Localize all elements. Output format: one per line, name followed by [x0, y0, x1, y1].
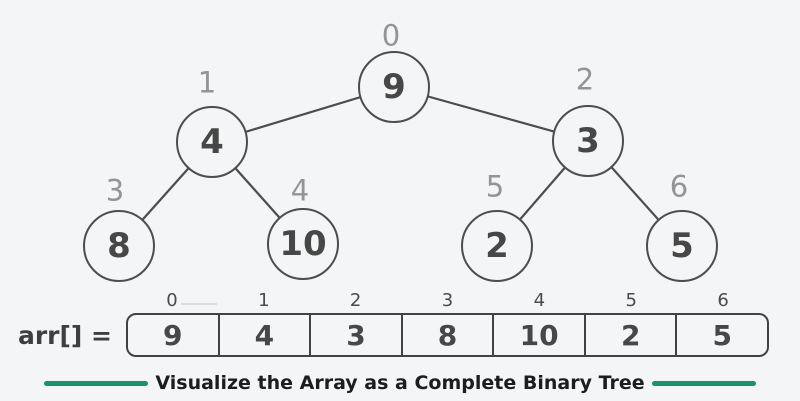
caption-rule-right [651, 380, 756, 386]
array-index: 4 [533, 290, 546, 311]
node-index-label: 4 [290, 173, 310, 208]
node-value: 3 [576, 121, 600, 161]
node-index-label: 3 [105, 173, 125, 208]
array-index: 1 [258, 290, 270, 311]
array-cell: 8 [400, 315, 493, 355]
tree-node: 2 [461, 210, 533, 282]
array-cell: 9 [163, 318, 183, 352]
array-index: 3 [441, 290, 454, 311]
node-value: 5 [670, 226, 694, 266]
array-index-row: 0 1 2 3 4 5 6 [126, 291, 769, 311]
tree-node: 4 [176, 106, 248, 178]
caption-text: Visualize the Array as a Complete Binary… [155, 372, 645, 394]
array-index: 0 [166, 290, 178, 311]
tree-node: 8 [83, 210, 155, 282]
array-cell: 10 [492, 315, 584, 355]
figure-caption: Visualize the Array as a Complete Binary… [0, 371, 800, 395]
node-index-label: 1 [197, 65, 217, 100]
faint-tick [181, 303, 217, 305]
node-index-label: 5 [485, 169, 505, 204]
tree-node: 10 [267, 208, 339, 280]
array-index: 6 [717, 290, 729, 311]
array-cell: 3 [309, 315, 401, 355]
array-box: 9 4 3 8 10 2 5 [126, 313, 769, 357]
node-value: 4 [200, 122, 224, 162]
tree-node-root: 9 [358, 51, 430, 123]
node-index-label: 6 [669, 169, 689, 204]
array-cell: 5 [675, 315, 767, 355]
array-cell: 4 [217, 315, 310, 355]
node-value: 8 [107, 226, 131, 266]
node-value: 9 [382, 67, 406, 107]
node-value: 10 [279, 224, 327, 264]
array-index: 5 [625, 290, 637, 311]
array-label: arr[] = [17, 320, 112, 350]
array-cell: 2 [583, 315, 676, 355]
node-index-label: 2 [575, 62, 595, 97]
node-index-label: 0 [381, 18, 401, 53]
array-index: 2 [349, 290, 362, 311]
caption-rule-left [44, 380, 149, 386]
tree-node: 3 [552, 105, 624, 177]
node-value: 2 [485, 226, 509, 266]
tree-node: 5 [646, 210, 718, 282]
